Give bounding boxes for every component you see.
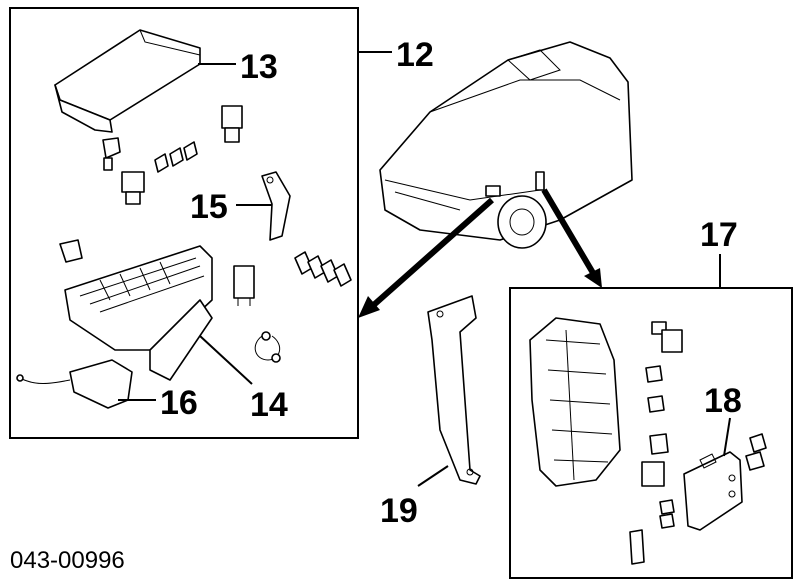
car-illustration (379, 41, 633, 249)
callout-17: 17 (700, 216, 738, 254)
relay-tall (233, 265, 255, 306)
group-box-12 (9, 7, 359, 439)
clip-right (659, 499, 675, 529)
control-unit-18 (683, 451, 743, 531)
bracket-19 (427, 295, 481, 485)
callout-19: 19 (380, 492, 418, 530)
relay-small (221, 105, 243, 143)
sensor-16 (16, 359, 133, 409)
leader-18 (723, 417, 731, 457)
fuse-clip (102, 137, 121, 171)
wire-connector (254, 331, 281, 363)
leader-19 (417, 465, 449, 487)
relay-right-1 (651, 321, 683, 353)
fuse-right-1 (645, 365, 663, 383)
leader-14 (199, 335, 253, 385)
connectors-far-right (745, 433, 767, 471)
fuse-row (294, 251, 352, 287)
callout-15: 15 (190, 188, 228, 226)
relay-block (121, 171, 145, 205)
fuse-right-2 (647, 395, 665, 413)
relay-right-2 (641, 461, 665, 487)
arrow-to-group-17 (541, 188, 602, 288)
callout-14: 14 (250, 386, 288, 424)
connector-small (59, 239, 83, 263)
callout-13: 13 (240, 48, 278, 86)
callout-12: 12 (396, 36, 434, 74)
arrow-to-group-12 (358, 197, 494, 318)
callout-18: 18 (704, 382, 742, 420)
fuse-block-main (64, 245, 213, 381)
callout-16: 16 (160, 384, 198, 422)
clip-right-bottom (629, 529, 645, 565)
fuse-box-cover (54, 29, 201, 133)
group-box-17 (509, 287, 793, 579)
fuse-right-3 (649, 433, 669, 455)
junction-block (529, 317, 621, 487)
mini-fuses (154, 141, 198, 173)
diagram-code: 043-00996 (10, 547, 125, 574)
